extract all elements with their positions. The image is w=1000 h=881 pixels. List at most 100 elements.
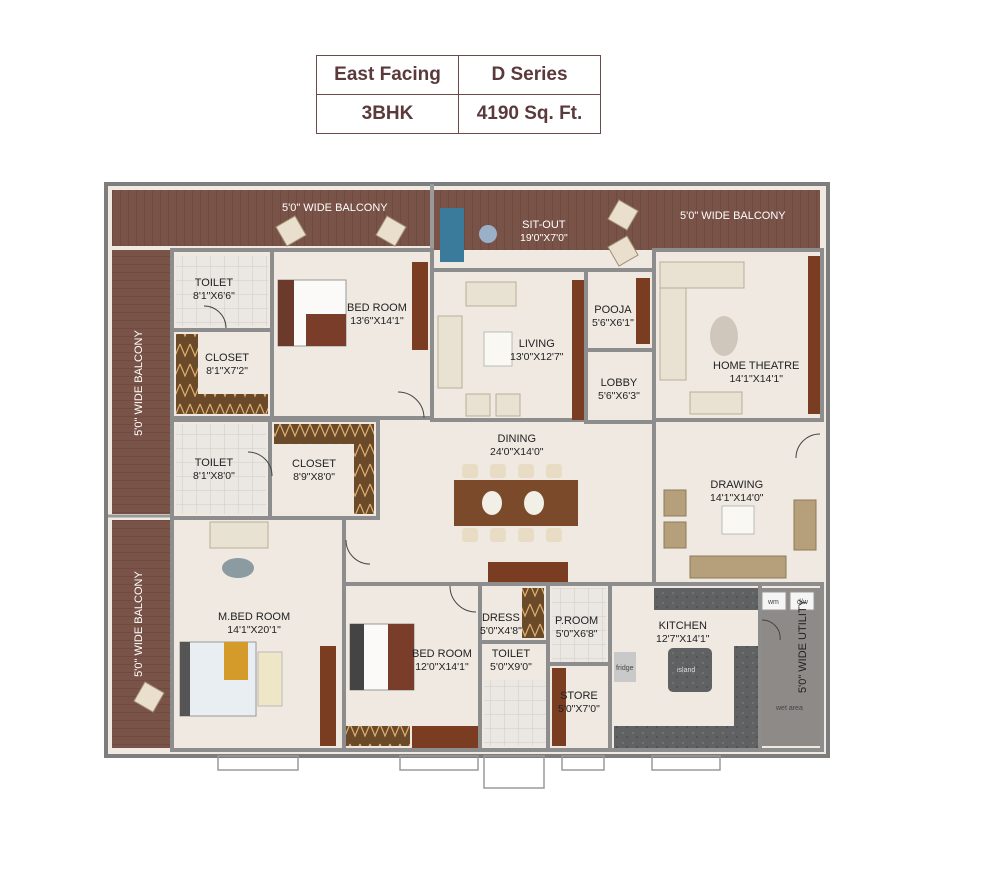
drawing-size: 14'1"X14'0" — [710, 492, 764, 504]
home-theatre-size: 14'1"X14'1" — [729, 373, 783, 385]
fridge-label: fridge — [616, 665, 634, 672]
toilet-2-size: 8'1"X8'0" — [193, 470, 235, 482]
sofa — [663, 489, 817, 579]
powder-room-label: P.ROOM 5'0"X6'8" — [555, 615, 598, 641]
closet-1-size: 8'1"X7'2" — [206, 365, 248, 377]
pooja-name: POOJA — [594, 304, 632, 316]
balcony-left-lower — [112, 520, 170, 748]
bed — [179, 641, 283, 717]
toilet-1-size: 8'1"X6'6" — [193, 290, 235, 302]
toilet-2-name: TOILET — [194, 457, 234, 469]
balcony-left-upper-label: 5'0" WIDE BALCONY — [132, 330, 145, 436]
toilet-1-name: TOILET — [194, 277, 234, 289]
closet-1-name: CLOSET — [205, 352, 250, 364]
dining-table — [454, 464, 578, 542]
dw-label: d/w — [797, 599, 808, 606]
sitout-size: 19'0"X7'0" — [520, 232, 568, 244]
kitchen-counter — [614, 726, 758, 748]
side-table — [479, 225, 497, 243]
pooja-size: 5'6"X6'1" — [592, 317, 634, 329]
kitchen-counter — [654, 588, 758, 610]
washing-machine — [761, 591, 787, 611]
balcony-left-upper — [112, 250, 170, 514]
dining-size: 24'0"X14'0" — [490, 446, 544, 458]
toilet-3-label: TOILET 5'0"X9'0" — [490, 648, 532, 674]
plan-info-table: East Facing D Series 3BHK 4190 Sq. Ft. — [316, 55, 601, 134]
closet-2-name: CLOSET — [292, 458, 337, 470]
door-swings — [203, 305, 821, 641]
utility-floor — [762, 588, 820, 746]
closet-1-label: CLOSET 8'1"X7'2" — [205, 352, 249, 378]
bedroom-2-label: BED ROOM 12'0"X14'1" — [412, 648, 472, 674]
balcony-top-right-label: 5'0" WIDE BALCONY — [680, 210, 786, 222]
store-size: 5'0"X7'0" — [558, 703, 600, 715]
dining-name: DINING — [497, 433, 537, 445]
windows — [217, 755, 721, 789]
coffee-table — [483, 331, 513, 367]
area-cell: 4190 Sq. Ft. — [458, 94, 601, 134]
interior-walls — [170, 248, 824, 752]
living-size: 13'0"X12'7" — [510, 351, 564, 363]
wardrobe — [274, 424, 374, 444]
closet-2-size: 8'9"X8'0" — [293, 471, 335, 483]
living-label: LIVING 13'0"X12'7" — [510, 338, 564, 364]
series-cell: D Series — [458, 55, 601, 95]
wardrobe — [198, 394, 268, 414]
rug — [222, 558, 254, 578]
dress-size: 5'0"X4'8" — [480, 625, 522, 637]
wardrobe — [522, 588, 544, 638]
balcony-left-lower-label: 5'0" WIDE BALCONY — [132, 571, 145, 677]
bed — [277, 279, 347, 347]
sitout-label: SIT-OUT 19'0"X7'0" — [520, 219, 568, 245]
balcony-top-left-label: 5'0" WIDE BALCONY — [282, 202, 388, 214]
toilet-3-size: 5'0"X9'0" — [490, 661, 532, 673]
wm-label: wm — [768, 599, 779, 606]
bedroom-1-size: 13'6"X14'1" — [350, 315, 404, 327]
wet-area-label: wet area — [776, 705, 803, 712]
kitchen-name: KITCHEN — [658, 620, 707, 632]
kitchen-label: KITCHEN 12'7"X14'1" — [656, 620, 710, 646]
toilet-3-name: TOILET — [491, 648, 531, 660]
kitchen-island — [668, 648, 712, 692]
pooja-label: POOJA 5'6"X6'1" — [592, 304, 634, 330]
toilet-2-floor — [176, 424, 266, 514]
toilet-3-floor — [484, 680, 546, 746]
closet-2-label: CLOSET 8'9"X8'0" — [292, 458, 336, 484]
fridge — [614, 652, 636, 682]
dress-label: DRESS 5'0"X4'8" — [480, 612, 522, 638]
master-bedroom-label: M.BED ROOM 14'1"X20'1" — [218, 611, 290, 637]
toilet-1-floor — [176, 256, 268, 326]
kitchen-size: 12'7"X14'1" — [656, 633, 710, 645]
sofa — [209, 261, 745, 549]
toilet-1-label: TOILET 8'1"X6'6" — [193, 277, 235, 303]
powder-room-floor — [552, 588, 606, 662]
home-theatre-name: HOME THEATRE — [713, 360, 800, 372]
dress-name: DRESS — [481, 612, 520, 624]
powder-room-size: 5'0"X6'8" — [555, 628, 598, 640]
store-name: STORE — [560, 690, 598, 702]
balcony-top-left — [112, 190, 430, 246]
dishwasher — [789, 591, 815, 611]
wardrobe — [346, 726, 410, 746]
dining-label: DINING 24'0"X14'0" — [490, 433, 544, 459]
bedroom-2-name: BED ROOM — [412, 648, 472, 660]
bedroom-2-size: 12'0"X14'1" — [415, 661, 469, 673]
armchair — [133, 199, 639, 713]
powder-room-name: P.ROOM — [555, 615, 599, 627]
bedroom-1-label: BED ROOM 13'6"X14'1" — [347, 302, 407, 328]
coffee-table — [710, 316, 738, 356]
island-label: island — [677, 667, 696, 674]
master-bedroom-name: M.BED ROOM — [218, 611, 291, 623]
wardrobe — [176, 334, 198, 414]
living-name: LIVING — [518, 338, 555, 350]
sitout-name: SIT-OUT — [522, 219, 566, 231]
daybed — [440, 208, 464, 262]
wood-panels — [320, 256, 820, 748]
coffee-table — [721, 505, 755, 535]
store-label: STORE 5'0"X7'0" — [558, 690, 600, 716]
bedroom-1-name: BED ROOM — [347, 302, 407, 314]
facing-cell: East Facing — [316, 55, 459, 95]
home-theatre-label: HOME THEATRE 14'1"X14'1" — [713, 360, 799, 386]
lobby-size: 5'6"X6'3" — [598, 390, 640, 402]
